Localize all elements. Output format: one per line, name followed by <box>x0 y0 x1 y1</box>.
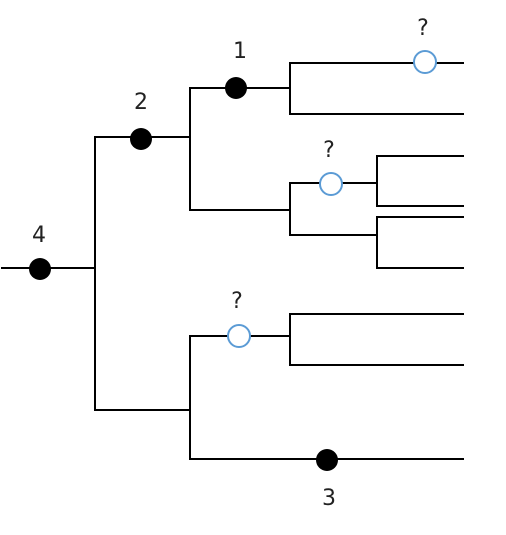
node-marker-bottom-tip <box>316 449 338 471</box>
node-marker-middle-clade <box>319 172 343 196</box>
node-label-middle-clade: ? <box>323 138 335 163</box>
node-label-top-tip: ? <box>417 16 429 41</box>
node-label-root: 4 <box>32 223 46 248</box>
node-markers <box>29 50 437 471</box>
node-label-lower-clade: ? <box>231 289 243 314</box>
node-label-bottom-tip: 3 <box>322 486 336 511</box>
node-marker-root <box>29 258 51 280</box>
node-marker-top-tip <box>413 50 437 74</box>
node-label-upper-clade: 2 <box>134 90 148 115</box>
node-labels: 4 2 1 ? ? ? 3 <box>32 16 429 511</box>
node-label-top-clade: 1 <box>233 39 247 64</box>
node-marker-lower-clade <box>227 324 251 348</box>
tree-branches <box>1 62 464 460</box>
node-marker-top-clade <box>225 77 247 99</box>
node-marker-upper-clade <box>130 128 152 150</box>
